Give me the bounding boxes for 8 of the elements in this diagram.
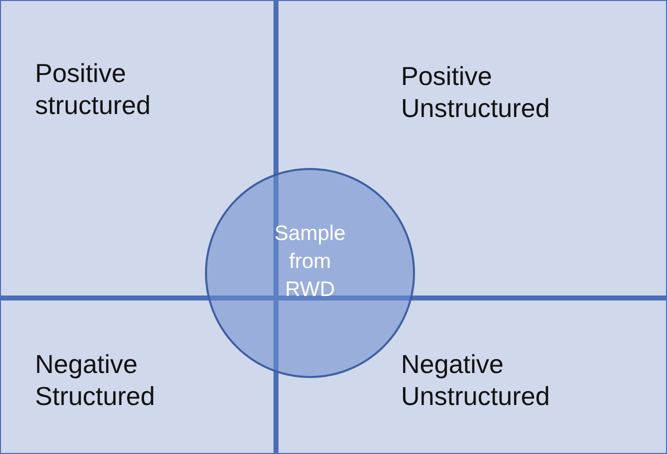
quadrant-panel: [276, 0, 667, 298]
quadrant-label: Negative Structured: [35, 348, 156, 412]
quadrant-label: Negative Unstructured: [401, 348, 551, 412]
quadrant-label: Positive structured: [35, 57, 152, 121]
quadrant-panel: [276, 298, 667, 454]
quadrant-label: Positive Unstructured: [401, 60, 551, 124]
quadrant-panel: [0, 298, 276, 454]
quadrant-panel: [0, 0, 276, 298]
